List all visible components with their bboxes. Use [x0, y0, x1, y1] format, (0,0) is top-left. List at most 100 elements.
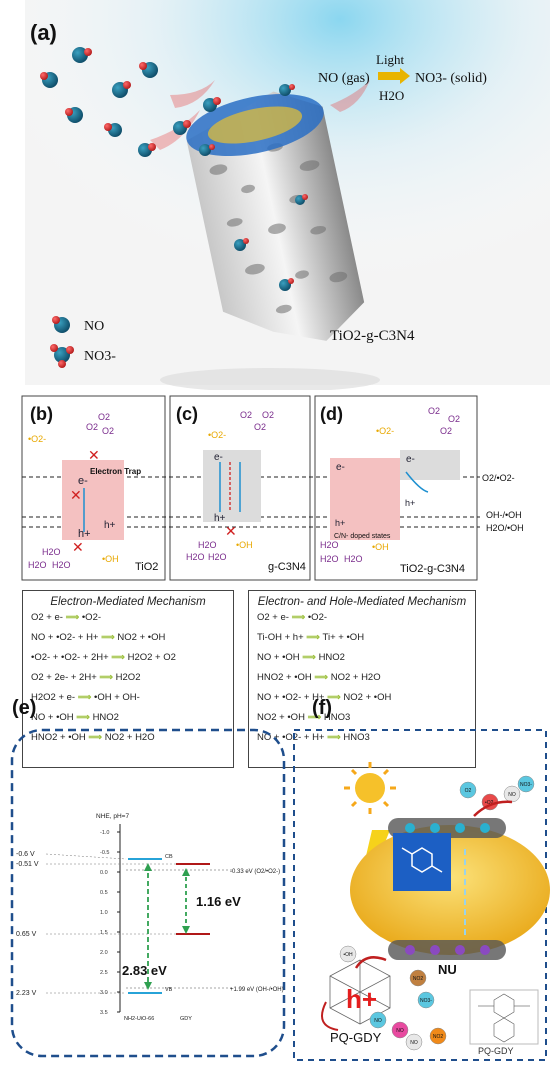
reaction-reactants: NO + •O2- + H+	[31, 632, 99, 643]
panel-b-block-mark-2: ✕	[88, 447, 100, 463]
panel-b-hole2: h+	[104, 520, 116, 531]
reaction-products: HNO2	[318, 652, 345, 663]
gap-small-arrow-down	[182, 926, 190, 934]
cb-electrons	[405, 823, 490, 833]
panel-d-o2-a: O2	[428, 406, 440, 416]
energy-tick-label: 0.5	[100, 890, 108, 896]
reaction-products: NO2 + H2O	[104, 732, 155, 743]
panel-a-label: (a)	[30, 20, 57, 45]
pq-gdy-structure	[469, 989, 539, 1045]
reaction-products: Ti+ + •OH	[322, 632, 365, 643]
reaction-reactants: NO + •OH	[31, 712, 74, 723]
panel-d-material: TiO2-g-C3N4	[400, 563, 465, 575]
panel-c-o2-b: O2	[262, 410, 274, 420]
nu-label: NU	[438, 962, 457, 977]
molecule-label: NO	[410, 1040, 418, 1046]
molecule-label: •OH	[343, 952, 353, 958]
energy-tick-label: 0.0	[100, 870, 108, 876]
oh-level-label: +1.99 eV (OH-/•OH)	[230, 987, 284, 993]
reaction-products: NO2 + H2O	[330, 672, 381, 683]
reaction-products: HNO3	[343, 732, 370, 743]
reaction-arrow-icon: ⟹	[62, 612, 82, 623]
reaction-reactants: HNO2 + •OH	[31, 732, 86, 743]
panel-b-label: (b)	[30, 404, 53, 424]
panel-b-o2-a: O2	[98, 412, 110, 422]
reaction-reactants: NO + •OH	[257, 652, 300, 663]
o2-potential-label: O2/•O2-	[482, 473, 515, 483]
molecule-ball	[517, 775, 535, 793]
panel-c-label: (c)	[176, 404, 198, 424]
no3-legend-icon	[54, 347, 70, 363]
panel-c-material: g-C3N4	[268, 561, 306, 573]
panel-c-h2o-c: H2O	[208, 552, 227, 562]
cb-label: CB	[165, 854, 173, 860]
value-cb-a: -0.6 V	[16, 851, 35, 858]
reaction-products: NO2 + •OH	[117, 632, 166, 643]
panel-d-o2-b: O2	[448, 414, 460, 424]
panel-b-h2o-c: H2O	[52, 560, 71, 570]
panel-d-o2-c: O2	[440, 426, 452, 436]
material-label: TiO2-g-C3N4	[330, 328, 415, 344]
mechanism-reaction: O2 + e- ⟹ •O2-	[31, 608, 233, 628]
mechanism-reaction: NO + •OH ⟹ HNO2	[257, 648, 475, 668]
gap-large-arrow-down	[144, 982, 152, 990]
reaction-arrow-icon: ⟹	[311, 672, 331, 683]
panel-f: (f) NU	[290, 690, 550, 1062]
gap-large-arrow-up	[144, 863, 152, 871]
molecule-ball	[417, 991, 435, 1009]
panel-c-block-mark: ✕	[225, 523, 237, 539]
reaction-reactants: H2O2 + e-	[31, 692, 76, 703]
panel-b-block-mark-1: ✕	[70, 487, 82, 503]
molecule-legend: NO NO3-	[50, 316, 116, 368]
reaction-reactants: O2 + e-	[31, 612, 63, 623]
guide-cb-a	[45, 853, 127, 860]
panel-f-frame	[293, 729, 547, 1061]
molecule-ball	[459, 781, 477, 799]
molecule-label: NO2	[413, 976, 424, 982]
tio2-band	[62, 460, 124, 540]
panel-b-frame	[21, 395, 166, 581]
reaction-products: HNO2	[92, 712, 119, 723]
value-vb-b: 2.23 V	[16, 990, 37, 997]
reaction-products: •OH + OH-	[94, 692, 140, 703]
molecule-label: •O2-	[485, 800, 495, 806]
hole-symbol: h+	[346, 984, 377, 1014]
panel-c-hole: h+	[214, 513, 226, 524]
doped-states-label: C/N- doped states	[334, 533, 391, 540]
reaction-bottom: H2O	[379, 88, 404, 103]
left-mechanism-title: Electron-Mediated Mechanism	[50, 596, 206, 608]
panel-d-superoxide: •O2-	[376, 426, 394, 436]
panel-b-h2o-a: H2O	[42, 547, 61, 557]
panel-d-h2o-b: H2O	[320, 554, 339, 564]
energy-tick-label: 2.5	[100, 970, 108, 976]
energy-tick-label: 1.0	[100, 910, 108, 916]
linker-structure	[393, 833, 451, 891]
panel-b-hole: h+	[78, 528, 91, 540]
value-cb-b: -0.51 V	[16, 861, 39, 868]
molecule-label: NO2	[433, 1034, 444, 1040]
energy-tick-label: -1.0	[100, 830, 109, 836]
gap-small-value: 1.16 eV	[196, 894, 241, 909]
legend-no3: NO3-	[84, 349, 116, 364]
panel-d-tio2-band	[330, 458, 400, 540]
mechanism-reaction: O2 + e- ⟹ •O2-	[257, 608, 475, 628]
panel-d-label: (d)	[320, 404, 343, 424]
reaction-reactants: Ti-OH + h+	[257, 632, 304, 643]
reaction-left: NO (gas)	[318, 71, 370, 86]
reaction-arrow-icon: ⟹	[299, 652, 319, 663]
sun-icon	[344, 762, 396, 814]
electron-mediated-mechanism: Electron-Mediated Mechanism O2 + e- ⟹ •O…	[22, 590, 234, 768]
panel-b-material: TiO2	[135, 561, 158, 573]
molecule-label: NO	[396, 1028, 404, 1034]
reaction-arrow-icon: ⟹	[73, 712, 93, 723]
energy-tick-label: 2.0	[100, 950, 108, 956]
panel-e-frame	[10, 728, 286, 1058]
panel-c-o2-a: O2	[240, 410, 252, 420]
reaction-reactants: NO2 + •OH	[257, 712, 305, 723]
mechanism-reaction: NO2 + •OH ⟹ HNO3	[257, 708, 475, 728]
panel-f-diagram: (f) NU	[293, 697, 550, 1061]
panel-c-electron: e-	[214, 452, 223, 463]
mechanism-reaction: NO + •O2- + H+ ⟹ NO2 + •OH	[257, 688, 475, 708]
molecule-label: NO3-	[520, 782, 532, 788]
